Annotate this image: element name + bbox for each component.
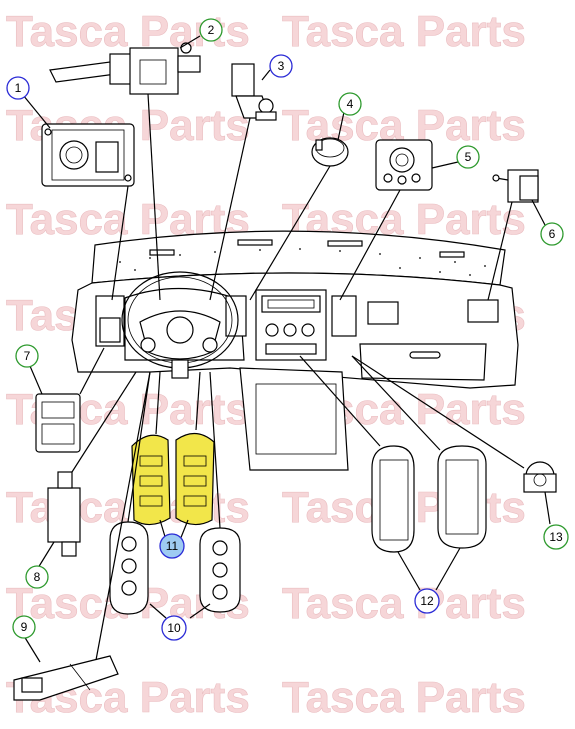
climate-control-switch — [375, 139, 433, 191]
callout-11: 11 — [159, 533, 185, 559]
callout-4: 4 — [338, 92, 362, 116]
callout-13: 13 — [543, 524, 569, 550]
watermark-text: Tasca Parts — [282, 579, 526, 628]
switch-pod-set — [109, 521, 241, 615]
callout-number: 2 — [208, 23, 215, 37]
steering-wheel — [121, 271, 239, 379]
callout-number: 11 — [166, 539, 179, 553]
callout-2: 2 — [199, 18, 223, 42]
callout-5: 5 — [456, 145, 480, 169]
callout-number: 4 — [347, 97, 354, 111]
callout-number: 1 — [15, 81, 22, 95]
callout-number: 6 — [549, 227, 556, 241]
highlighted-switch-right — [175, 432, 215, 526]
callout-number: 12 — [420, 594, 434, 608]
callout-number: 5 — [465, 150, 472, 164]
multifunction-switch — [49, 42, 201, 95]
callout-7: 7 — [15, 344, 39, 368]
ambient-sensor — [523, 461, 557, 493]
callout-9: 9 — [12, 615, 36, 639]
pedal-bracket — [13, 655, 119, 701]
callout-number: 8 — [34, 570, 41, 584]
callout-6: 6 — [540, 222, 564, 246]
callout-number: 10 — [167, 621, 181, 635]
panel-switch — [35, 393, 81, 453]
leader-lines — [22, 35, 551, 663]
callout-number: 3 — [278, 59, 285, 73]
watermark-text: Tasca Parts — [282, 7, 526, 56]
callout-10: 10 — [161, 615, 187, 641]
callout-number: 7 — [24, 349, 31, 363]
watermark-text: Tasca Parts — [282, 673, 526, 722]
headlamp-switch — [41, 123, 135, 187]
control-knob — [311, 137, 349, 167]
steering-wheel-switches — [131, 432, 215, 526]
callout-1: 1 — [6, 76, 30, 100]
overhead-switch-set — [371, 445, 487, 553]
callout-3: 3 — [269, 54, 293, 78]
callout-8: 8 — [25, 565, 49, 589]
callout-12: 12 — [414, 588, 440, 614]
ignition-switch — [231, 63, 277, 121]
callout-number: 9 — [21, 620, 28, 634]
callout-number: 13 — [549, 530, 563, 544]
highlighted-switch-left — [131, 434, 171, 526]
stop-lamp-switch — [47, 471, 81, 557]
switch-bracket — [492, 169, 539, 203]
